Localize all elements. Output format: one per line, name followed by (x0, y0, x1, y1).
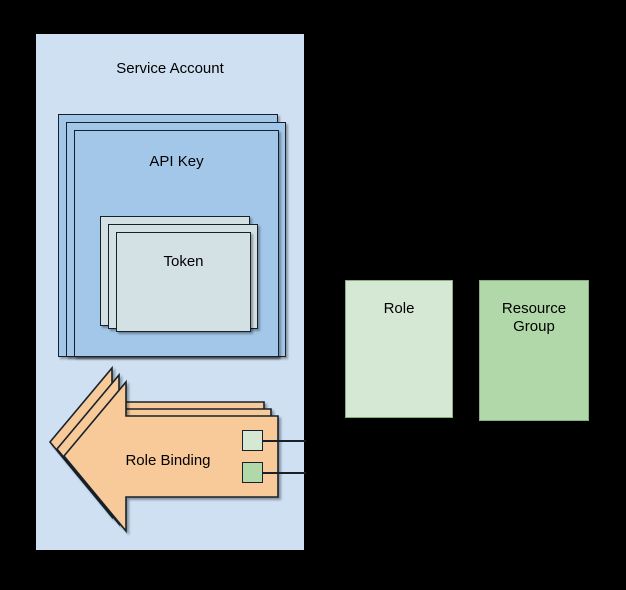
token-card-front[interactable] (116, 232, 251, 332)
connector-role-line (262, 440, 306, 442)
role-box[interactable] (345, 280, 453, 418)
role-chip[interactable] (242, 430, 263, 451)
resource-group-chip[interactable] (242, 462, 263, 483)
resource-group-box[interactable] (479, 280, 589, 421)
connector-resource-group-line (262, 472, 306, 474)
